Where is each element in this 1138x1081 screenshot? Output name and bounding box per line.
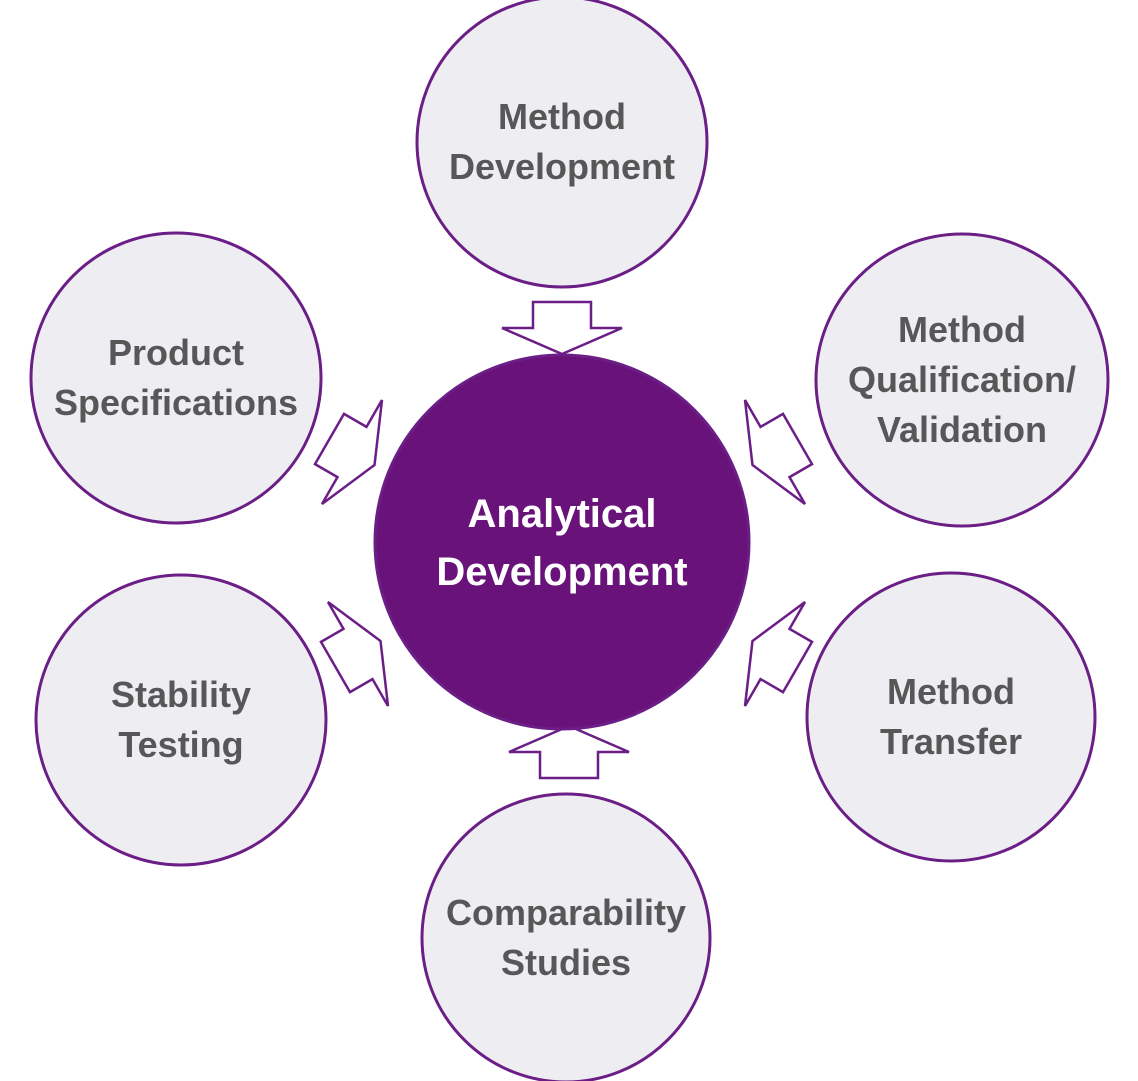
node-label-line: Comparability [446,892,686,933]
node-label-line: Method [498,96,626,137]
node-label-line: Product [108,332,244,373]
center-circle [373,353,751,731]
node-label-line: Qualification/ [848,359,1076,400]
node-circle [29,231,323,525]
node-label-line: Studies [501,942,631,983]
node-label-line: Specifications [54,382,298,423]
flow-arrow-comparability-studies [508,724,630,780]
node-circle [805,571,1097,863]
flow-arrow-method-qualification-validation [743,399,814,505]
node-label-line: Testing [118,724,243,765]
arrows-layer [313,300,814,780]
node-circle [34,573,328,867]
flow-arrow-stability-testing [319,601,390,707]
flow-arrow-method-development [501,300,623,356]
node-circle [420,792,712,1081]
flow-arrow-method-transfer [743,601,814,707]
nodes-layer: MethodDevelopmentMethodQualification/Val… [29,0,1110,1081]
node-label-line: Method [898,309,1026,350]
node-label-line: Development [449,146,675,187]
node-label-line: Validation [877,409,1047,450]
center-label-line: Development [436,550,687,594]
node-circle [415,0,709,289]
flow-arrow-product-specifications [313,399,384,505]
node-label-line: Stability [111,674,251,715]
node-label-line: Method [887,671,1015,712]
center-label-line: Analytical [468,492,657,536]
node-circle [814,232,1110,528]
node-label-line: Transfer [880,721,1022,762]
